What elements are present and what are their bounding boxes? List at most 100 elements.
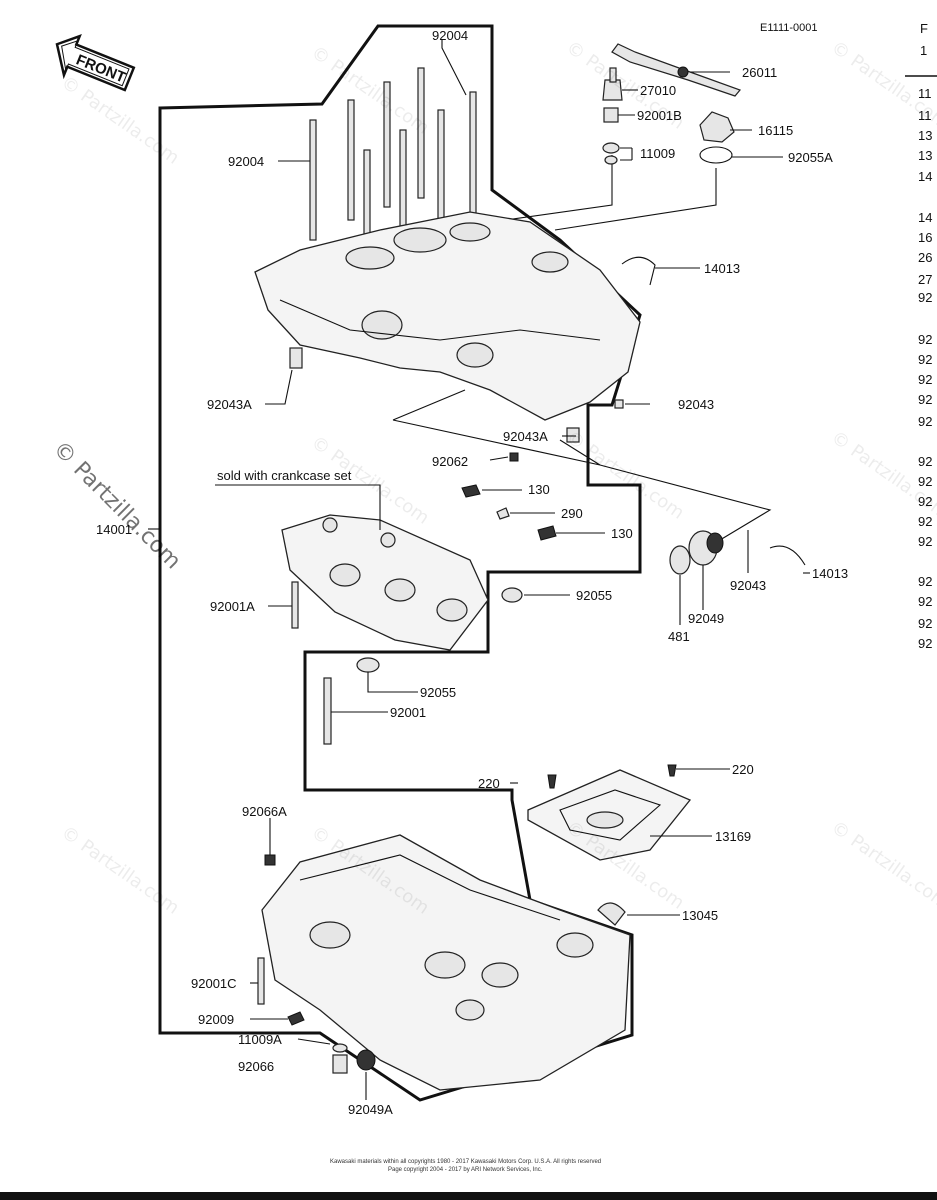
bolt-92001A — [291, 581, 299, 629]
watermark-main: © Partzilla.com — [48, 437, 186, 575]
rc-13: 92 — [918, 352, 932, 367]
stud-4 — [417, 67, 425, 199]
rc-2: 11 — [918, 86, 932, 101]
rc-16: 92 — [918, 414, 932, 429]
screw-220b — [667, 764, 677, 777]
label-92066A: 92066A — [242, 804, 287, 819]
bolt-92001C — [257, 957, 265, 1005]
stud-3 — [383, 81, 391, 208]
rc-18: 92 — [918, 474, 932, 489]
screw-290 — [496, 507, 510, 520]
washer-11009b — [604, 155, 618, 165]
rc-9: 26 — [918, 250, 932, 265]
rc-10: 27 — [918, 272, 932, 287]
rc-11: 92 — [918, 290, 932, 305]
scan-edge — [0, 1192, 937, 1200]
rc-1: 1 — [920, 43, 927, 58]
watermark-1: © Partzilla.com — [307, 42, 433, 139]
guide-line-oilcap — [491, 155, 613, 223]
label-92043Ab: 92043A — [503, 429, 548, 444]
rc-0: F — [920, 21, 928, 36]
label-92001B: 92001B — [637, 108, 682, 123]
washer-11009A — [332, 1043, 348, 1053]
label-13045: 13045 — [682, 908, 718, 923]
rc-24: 92 — [918, 616, 932, 631]
rc-3: 11 — [918, 108, 932, 123]
label-92043Aa: 92043A — [207, 397, 252, 412]
label-92001C: 92001C — [191, 976, 237, 991]
crankcase-set — [281, 514, 489, 651]
label-481: 481 — [668, 629, 690, 644]
label-92009: 92009 — [198, 1012, 234, 1027]
label-26011: 26011 — [742, 65, 777, 80]
rc-23: 92 — [918, 594, 932, 609]
label-92055a: 92055 — [576, 588, 612, 603]
seal-13045 — [597, 902, 626, 926]
rc-15: 92 — [918, 392, 932, 407]
cover-plate — [527, 769, 692, 861]
stud-2 — [347, 99, 355, 221]
pin-92043 — [614, 399, 624, 409]
bolt-92001B — [603, 107, 619, 123]
rc-19: 92 — [918, 494, 932, 509]
footer-page-copyright: Page copyright 2004 - 2017 by ARI Networ… — [388, 1167, 543, 1173]
stud-5 — [469, 91, 477, 218]
upper-crankcase — [254, 211, 641, 421]
label-14013a: 14013 — [704, 261, 740, 276]
rc-22: 92 — [918, 574, 932, 589]
label-11009A: 11009A — [238, 1032, 282, 1047]
rc-20: 92 — [918, 514, 932, 529]
stud-6 — [437, 109, 445, 226]
label-220b: 220 — [732, 762, 754, 777]
rc-12: 92 — [918, 332, 932, 347]
label-290: 290 — [561, 506, 583, 521]
label-130a: 130 — [528, 482, 550, 497]
oring-92055b — [356, 657, 380, 673]
plug-92062 — [509, 452, 519, 462]
bolt-130a — [461, 484, 481, 498]
label-13169: 13169 — [715, 829, 751, 844]
label-92049A: 92049A — [348, 1102, 393, 1117]
label-92066: 92066 — [238, 1059, 274, 1074]
oil-filler-cap — [699, 111, 735, 143]
rc-5: 13 — [918, 148, 932, 163]
label-92004b: 92004 — [228, 154, 264, 169]
seal-assembly — [669, 530, 806, 575]
dowel-92043A — [289, 347, 303, 369]
oring-92055A — [699, 146, 733, 164]
label-92043b: 92043 — [730, 578, 766, 593]
guide-lines — [392, 389, 772, 541]
right-column: F 1 11 11 13 13 14 14 16 26 27 92 92 92 … — [918, 21, 932, 651]
doc-code: E1111-0001 — [760, 22, 818, 34]
label-92055A: 92055A — [788, 150, 833, 165]
rc-25: 92 — [918, 636, 932, 651]
dowel-92043A-b — [566, 427, 580, 443]
label-14013b: 14013 — [812, 566, 848, 581]
breather-fitting — [602, 67, 623, 101]
bolt-92001 — [323, 677, 332, 745]
label-92055b: 92055 — [420, 685, 456, 700]
oil-level-gauge — [611, 43, 742, 97]
label-92049: 92049 — [688, 611, 724, 626]
footer-copyright: Kawasaki materials within all copyrights… — [330, 1159, 601, 1165]
rc-17: 92 — [918, 454, 932, 469]
label-16115: 16115 — [758, 123, 793, 138]
bolt-92066A — [264, 854, 276, 866]
label-92043a: 92043 — [678, 397, 714, 412]
leader-lines — [148, 40, 810, 1100]
rc-4: 13 — [918, 128, 932, 143]
stud-1 — [309, 119, 317, 241]
rc-21: 92 — [918, 534, 932, 549]
label-92062: 92062 — [432, 454, 468, 469]
label-92001: 92001 — [390, 705, 426, 720]
rc-7: 14 — [918, 210, 932, 225]
label-14001: 14001 — [96, 522, 132, 537]
plug-92009 — [287, 1011, 305, 1026]
label-92004a: 92004 — [432, 28, 468, 43]
rc-14: 92 — [918, 372, 932, 387]
crankcase-set-note: sold with crankcase set — [217, 468, 352, 483]
washer-11009 — [602, 142, 620, 154]
part-labels: 92004 92004 26011 27010 92001B 11009 161… — [96, 28, 848, 1117]
cylinder-studs — [309, 67, 477, 269]
